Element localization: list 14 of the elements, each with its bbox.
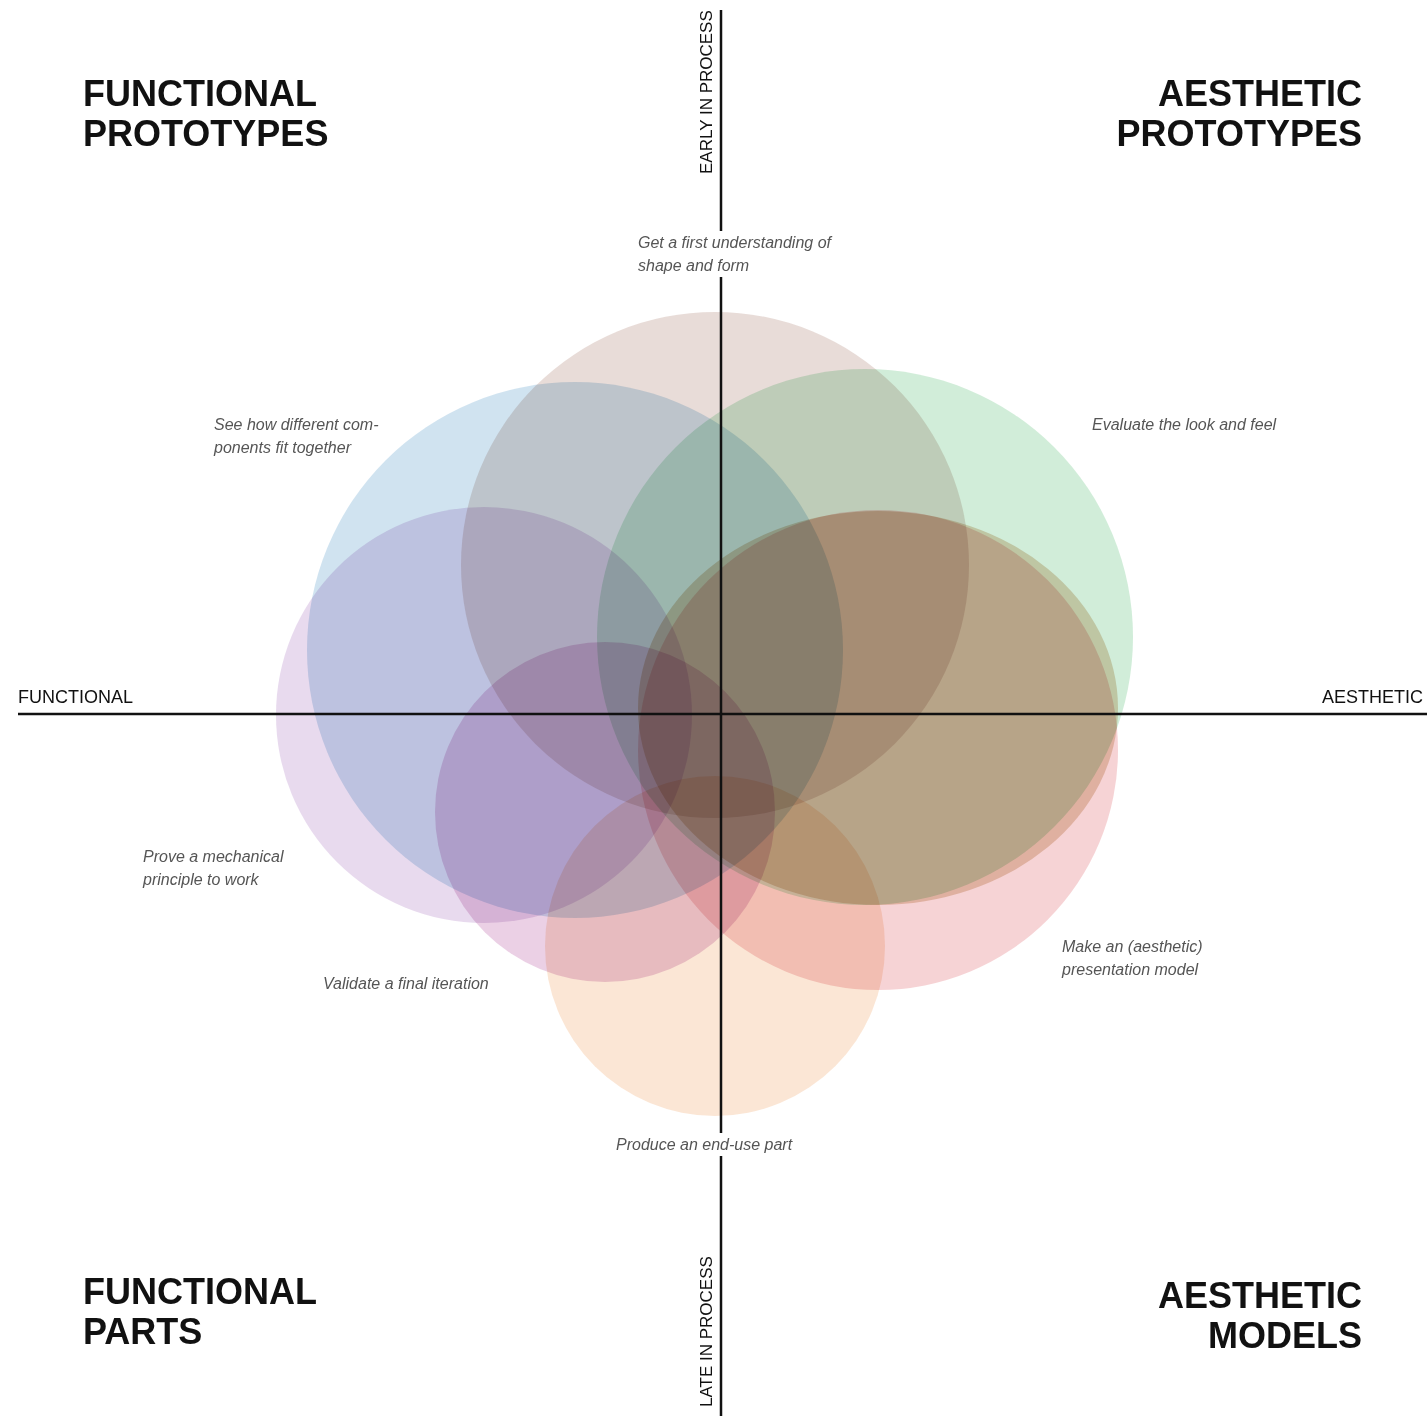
circle-caption: Prove a mechanical principle to work	[143, 847, 285, 890]
quadrant-title: FUNCTIONAL PROTOTYPES	[83, 74, 330, 154]
quadrant-title: AESTHETIC MODELS	[1157, 1276, 1362, 1356]
axis-label: LATE IN PROCESS	[697, 1256, 717, 1407]
circle-caption: Make an (aesthetic) presentation model	[1062, 937, 1204, 980]
axis-label: FUNCTIONAL	[18, 687, 133, 708]
translucent-circle	[545, 776, 885, 1116]
quadrant-title: AESTHETIC PROTOTYPES	[1115, 74, 1362, 154]
quadrant-title: FUNCTIONAL PARTS	[83, 1272, 318, 1352]
axis-label: AESTHETIC	[1322, 687, 1423, 708]
axis-label: EARLY IN PROCESS	[697, 10, 717, 174]
circle-caption: Evaluate the look and feel	[1092, 415, 1278, 435]
circle-caption: See how different com- ponents fit together	[214, 415, 380, 458]
circle-caption: Validate a final iteration	[323, 974, 490, 994]
